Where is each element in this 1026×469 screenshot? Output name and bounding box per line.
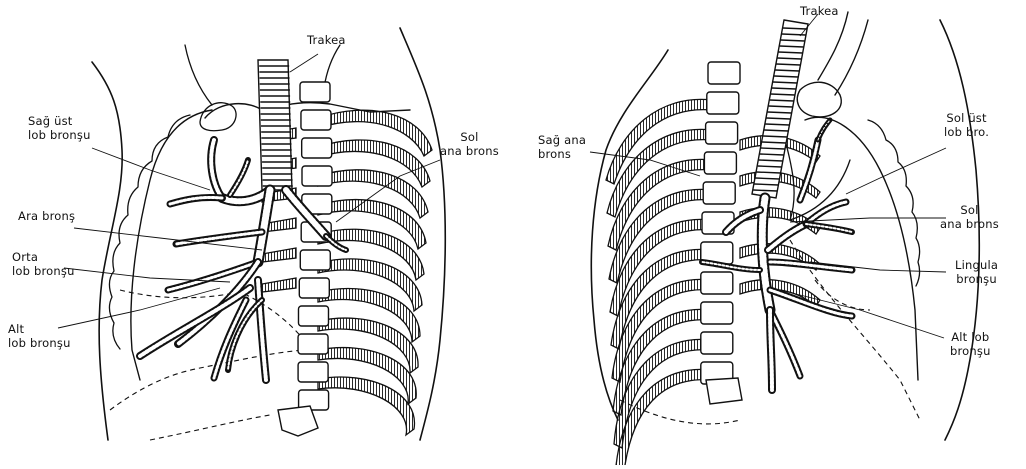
back-trachea-ring [764, 130, 788, 131]
back-vertebra [706, 122, 738, 144]
leader-front-right-upper [92, 148, 210, 190]
front-rib-stub [262, 278, 296, 292]
front-vertebra [298, 334, 328, 354]
back-trachea-ring [758, 166, 782, 167]
front-body-outline-left [92, 62, 122, 440]
back-trachea-ring [776, 64, 800, 65]
front-vertebra [301, 110, 331, 130]
back-trachea-ring [766, 118, 790, 119]
leader-back-left-upper [846, 148, 946, 194]
front-vertebra [298, 306, 328, 326]
label-back-left-upper-lobe-bronchus: Sol üst lob bro. [944, 111, 989, 139]
back-trachea-ring [769, 106, 793, 107]
back-trachea-ring [770, 100, 794, 101]
leader-front-trachea [290, 54, 318, 72]
front-rib [318, 318, 418, 373]
back-trachea-ring [772, 88, 796, 89]
back-trachea-ring [775, 70, 799, 71]
label-back-trachea: Trakea [800, 4, 839, 18]
label-front-trachea: Trakea [307, 33, 346, 47]
label-front-middle-lobe-bronchus: Orta lob bronşu [12, 250, 75, 278]
back-trachea-ring [768, 112, 792, 113]
leader-lines [58, 14, 946, 338]
front-vertebra [302, 138, 332, 158]
back-trachea-ring [780, 46, 804, 47]
back-lower-vertebra [706, 378, 742, 404]
back-vertebra [701, 272, 733, 294]
label-front-left-main-bronchus: Sol ana brons [440, 130, 499, 158]
front-rib [318, 377, 414, 435]
front-vertebra [300, 82, 330, 102]
front-neck-left [185, 45, 212, 105]
back-trachea-shape [752, 20, 808, 198]
back-trachea-ring [755, 178, 779, 179]
back-view-figure [591, 12, 979, 465]
front-vertebra [302, 166, 332, 186]
front-xiphoid [278, 406, 318, 436]
back-trachea-ring [782, 34, 806, 35]
back-trachea-ring [765, 124, 789, 125]
label-back-lingula-bronchus: Lingula bronşu [955, 258, 998, 286]
back-bronchus-inner [770, 310, 772, 390]
front-view-figure [92, 28, 445, 440]
back-vertebra [703, 182, 735, 204]
back-vertebra [708, 62, 740, 84]
back-vertebra [707, 92, 739, 114]
front-bronchus-inner [176, 232, 262, 244]
label-back-lower-lobe-bronchus: Alt lob bronşu [950, 330, 991, 358]
front-spine [298, 82, 332, 410]
back-trachea-ring [759, 160, 783, 161]
front-vertebra [299, 278, 329, 298]
back-trachea-ring [757, 172, 781, 173]
front-vertebra [298, 362, 328, 382]
back-trachea-ring [777, 58, 801, 59]
front-rib-stub [262, 248, 296, 262]
back-trachea-ring [779, 52, 803, 53]
back-trachea-ring [771, 94, 795, 95]
back-trachea-ring [761, 148, 785, 149]
back-trachea-ring [774, 76, 798, 77]
back-vertebra [701, 302, 733, 324]
front-diaphragm-dashed [120, 290, 310, 350]
back-left-lung-outline [805, 117, 918, 380]
label-front-lower-lobe-bronchus: Alt lob bronşu [8, 322, 71, 350]
back-vertebra [704, 152, 736, 174]
front-trachea-shape [258, 60, 293, 190]
back-trachea-ring [773, 82, 797, 83]
front-vertebra [300, 250, 330, 270]
back-trachea-ring [760, 154, 784, 155]
back-trachea-ring [762, 142, 786, 143]
label-front-right-upper-lobe-bronchus: Sağ üst lob bronşu [28, 114, 91, 142]
label-back-right-main-bronchus: Sağ ana brons [538, 133, 586, 161]
label-back-left-main-bronchus: Sol ana brons [940, 203, 999, 231]
label-front-intermediate-bronchus: Ara bronş [18, 209, 75, 223]
back-trachea-ring [754, 184, 778, 185]
back-trachea-ring [783, 28, 807, 29]
front-base-dashed [150, 415, 270, 440]
back-trachea-ring [781, 40, 805, 41]
back-vertebra [701, 332, 733, 354]
front-rib [318, 289, 420, 342]
back-trachea-ring [763, 136, 787, 137]
back-trachea-ring [753, 190, 777, 191]
back-shoulder-blob [797, 82, 841, 117]
